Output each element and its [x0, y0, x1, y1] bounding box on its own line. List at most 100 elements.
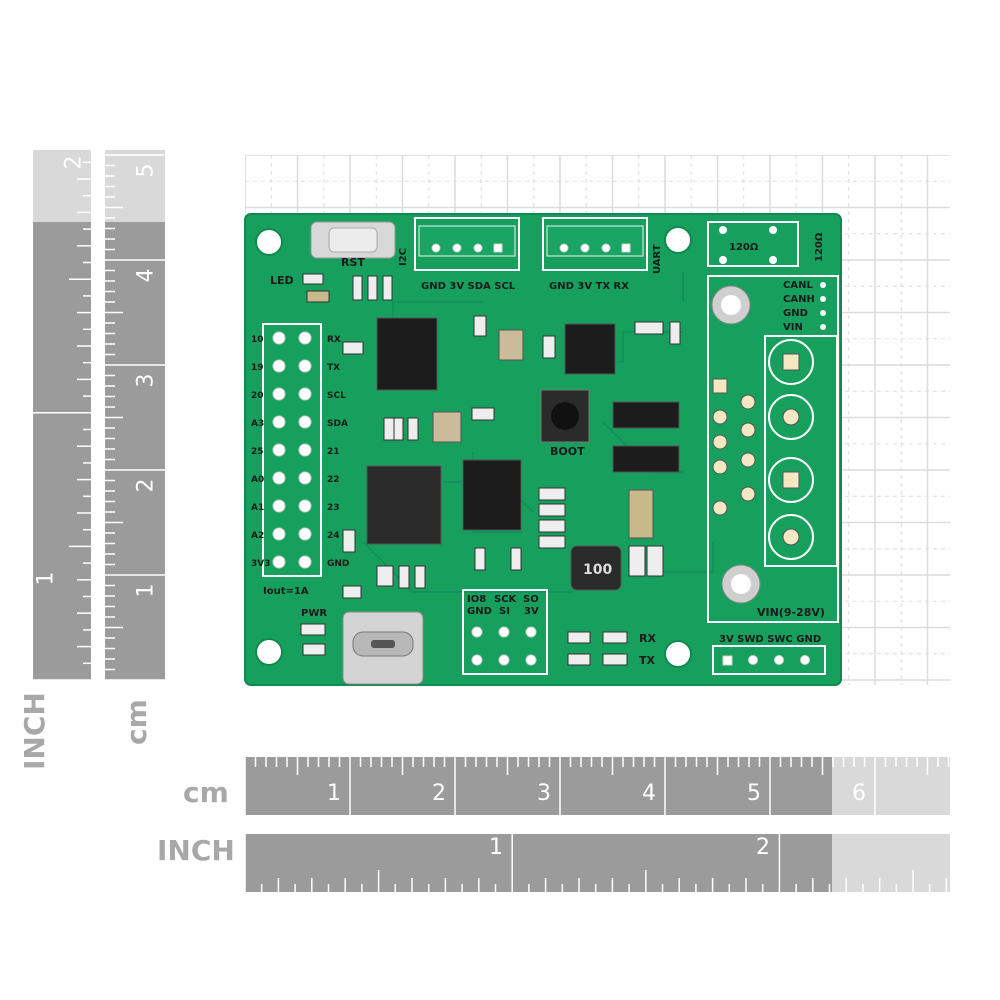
header-pin — [298, 471, 312, 485]
mounting-hole — [255, 228, 283, 256]
horizontal-cm-ruler: 1 2 3 4 5 6 — [245, 757, 950, 815]
header-left-label: A2 — [251, 531, 264, 541]
can-pin-canh: CANH — [783, 294, 815, 305]
header-pin — [298, 499, 312, 513]
terminator-label: 120Ω — [729, 242, 759, 253]
i2c-pins-label: GND 3V SDA SCL — [421, 281, 516, 292]
vertical-cm-number-5: 5 — [133, 163, 159, 178]
can-screw-terminals — [764, 335, 838, 567]
header-left-label: 20 — [251, 391, 264, 401]
header-pin — [298, 359, 312, 373]
inductor-label: 100 — [583, 562, 612, 578]
spi-3v-label: 3V — [524, 606, 539, 617]
horizontal-cm-number-5: 5 — [747, 781, 761, 806]
vertical-inch-ticks — [33, 161, 91, 680]
vertical-cm-number-2: 2 — [133, 478, 159, 493]
vertical-cm-ruler: 1 2 3 4 5 — [105, 150, 165, 680]
header-left-label: A0 — [251, 475, 264, 485]
horizontal-cm-label: cm — [183, 776, 229, 809]
vertical-inch-label: INCH — [18, 692, 51, 770]
can-pin-gnd: GND — [783, 308, 808, 319]
header-pin — [298, 387, 312, 401]
tx-led-label: TX — [639, 654, 656, 667]
iout-label: Iout=1A — [263, 586, 309, 597]
spi-io8-label: IO8 — [467, 594, 486, 605]
header-right-label: 22 — [327, 475, 340, 485]
header-right-label: 24 — [327, 531, 340, 541]
header-right-label: TX — [327, 363, 340, 373]
header-pin — [298, 443, 312, 457]
header-left-label: 19 — [251, 363, 264, 373]
horizontal-cm-number-2: 2 — [432, 781, 446, 806]
horizontal-inch-number-1: 1 — [489, 835, 503, 860]
header-pin — [298, 527, 312, 541]
horizontal-cm-number-3: 3 — [537, 781, 551, 806]
vertical-inch-number-1: 1 — [33, 571, 59, 586]
header-pin — [298, 555, 312, 569]
header-pin — [272, 331, 286, 345]
inductor — [570, 545, 622, 591]
boot-label: BOOT — [550, 445, 585, 458]
rst-label: RST — [341, 256, 365, 269]
header-pin — [298, 331, 312, 345]
can-pin-vin: VIN — [783, 322, 803, 333]
vertical-cm-label: cm — [120, 699, 153, 745]
header-right-label: GND — [327, 559, 349, 569]
header-pin — [298, 415, 312, 429]
header-pin — [272, 527, 286, 541]
vin-range-label: VIN(9-28V) — [757, 606, 825, 619]
header-right-label: 23 — [327, 503, 340, 513]
header-left-label: 10 — [251, 335, 264, 345]
swd-pins-label: 3V SWD SWC GND — [719, 634, 821, 645]
pcb-board: RST LED GND 3V SDA SCL I2C GND 3V TX RX … — [244, 213, 842, 686]
horizontal-cm-number-1: 1 — [327, 781, 341, 806]
header-left-label: A1 — [251, 503, 264, 513]
header-right-label: RX — [327, 335, 341, 345]
mounting-hole — [664, 640, 692, 668]
can-pin-canl: CANL — [783, 280, 813, 291]
vertical-cm-number-1: 1 — [133, 583, 159, 598]
vertical-cm-ticks — [105, 154, 165, 680]
led-label: LED — [270, 274, 294, 287]
header-pin — [272, 555, 286, 569]
i2c-header-label: I2C — [398, 248, 409, 266]
header-left-label: 3V3 — [251, 559, 271, 569]
header-right-label: SCL — [327, 391, 346, 401]
header-pin — [272, 471, 286, 485]
uart-pins-label: GND 3V TX RX — [549, 281, 629, 292]
horizontal-inch-ruler: 1 2 — [245, 834, 950, 892]
header-pin — [272, 499, 286, 513]
vertical-inch-number-2: 2 — [61, 155, 87, 170]
vertical-cm-number-3: 3 — [133, 373, 159, 388]
header-right-label: 21 — [327, 447, 340, 457]
uart-header-label: UART — [652, 244, 663, 274]
spi-gnd-label: GND — [467, 606, 492, 617]
mounting-hole — [255, 638, 283, 666]
horizontal-inch-number-2: 2 — [756, 835, 770, 860]
spi-so-label: SO — [523, 594, 539, 605]
header-pin — [272, 415, 286, 429]
header-left-label: A3 — [251, 419, 264, 429]
header-left-label: 25 — [251, 447, 264, 457]
header-pin — [272, 359, 286, 373]
horizontal-cm-ticks — [245, 757, 950, 815]
horizontal-cm-number-4: 4 — [642, 781, 656, 806]
pwr-label: PWR — [301, 608, 327, 619]
header-right-label: SDA — [327, 419, 348, 429]
can-transceiver-chip — [564, 323, 616, 375]
spi-si-label: SI — [499, 606, 510, 617]
horizontal-inch-label: INCH — [157, 834, 235, 867]
can-controller-chip — [376, 317, 438, 391]
header-pin — [272, 443, 286, 457]
header-pin — [272, 387, 286, 401]
vertical-cm-number-4: 4 — [133, 268, 159, 283]
rx-led-label: RX — [639, 632, 656, 645]
horizontal-inch-ticks — [245, 834, 948, 892]
spi-sck-label: SCK — [494, 594, 518, 605]
horizontal-cm-number-6: 6 — [852, 781, 866, 806]
mounting-hole — [664, 226, 692, 254]
vertical-inch-ruler: 1 2 — [33, 150, 91, 680]
rp2040-chip — [366, 465, 442, 545]
terminator-side-label: 120Ω — [814, 232, 825, 262]
